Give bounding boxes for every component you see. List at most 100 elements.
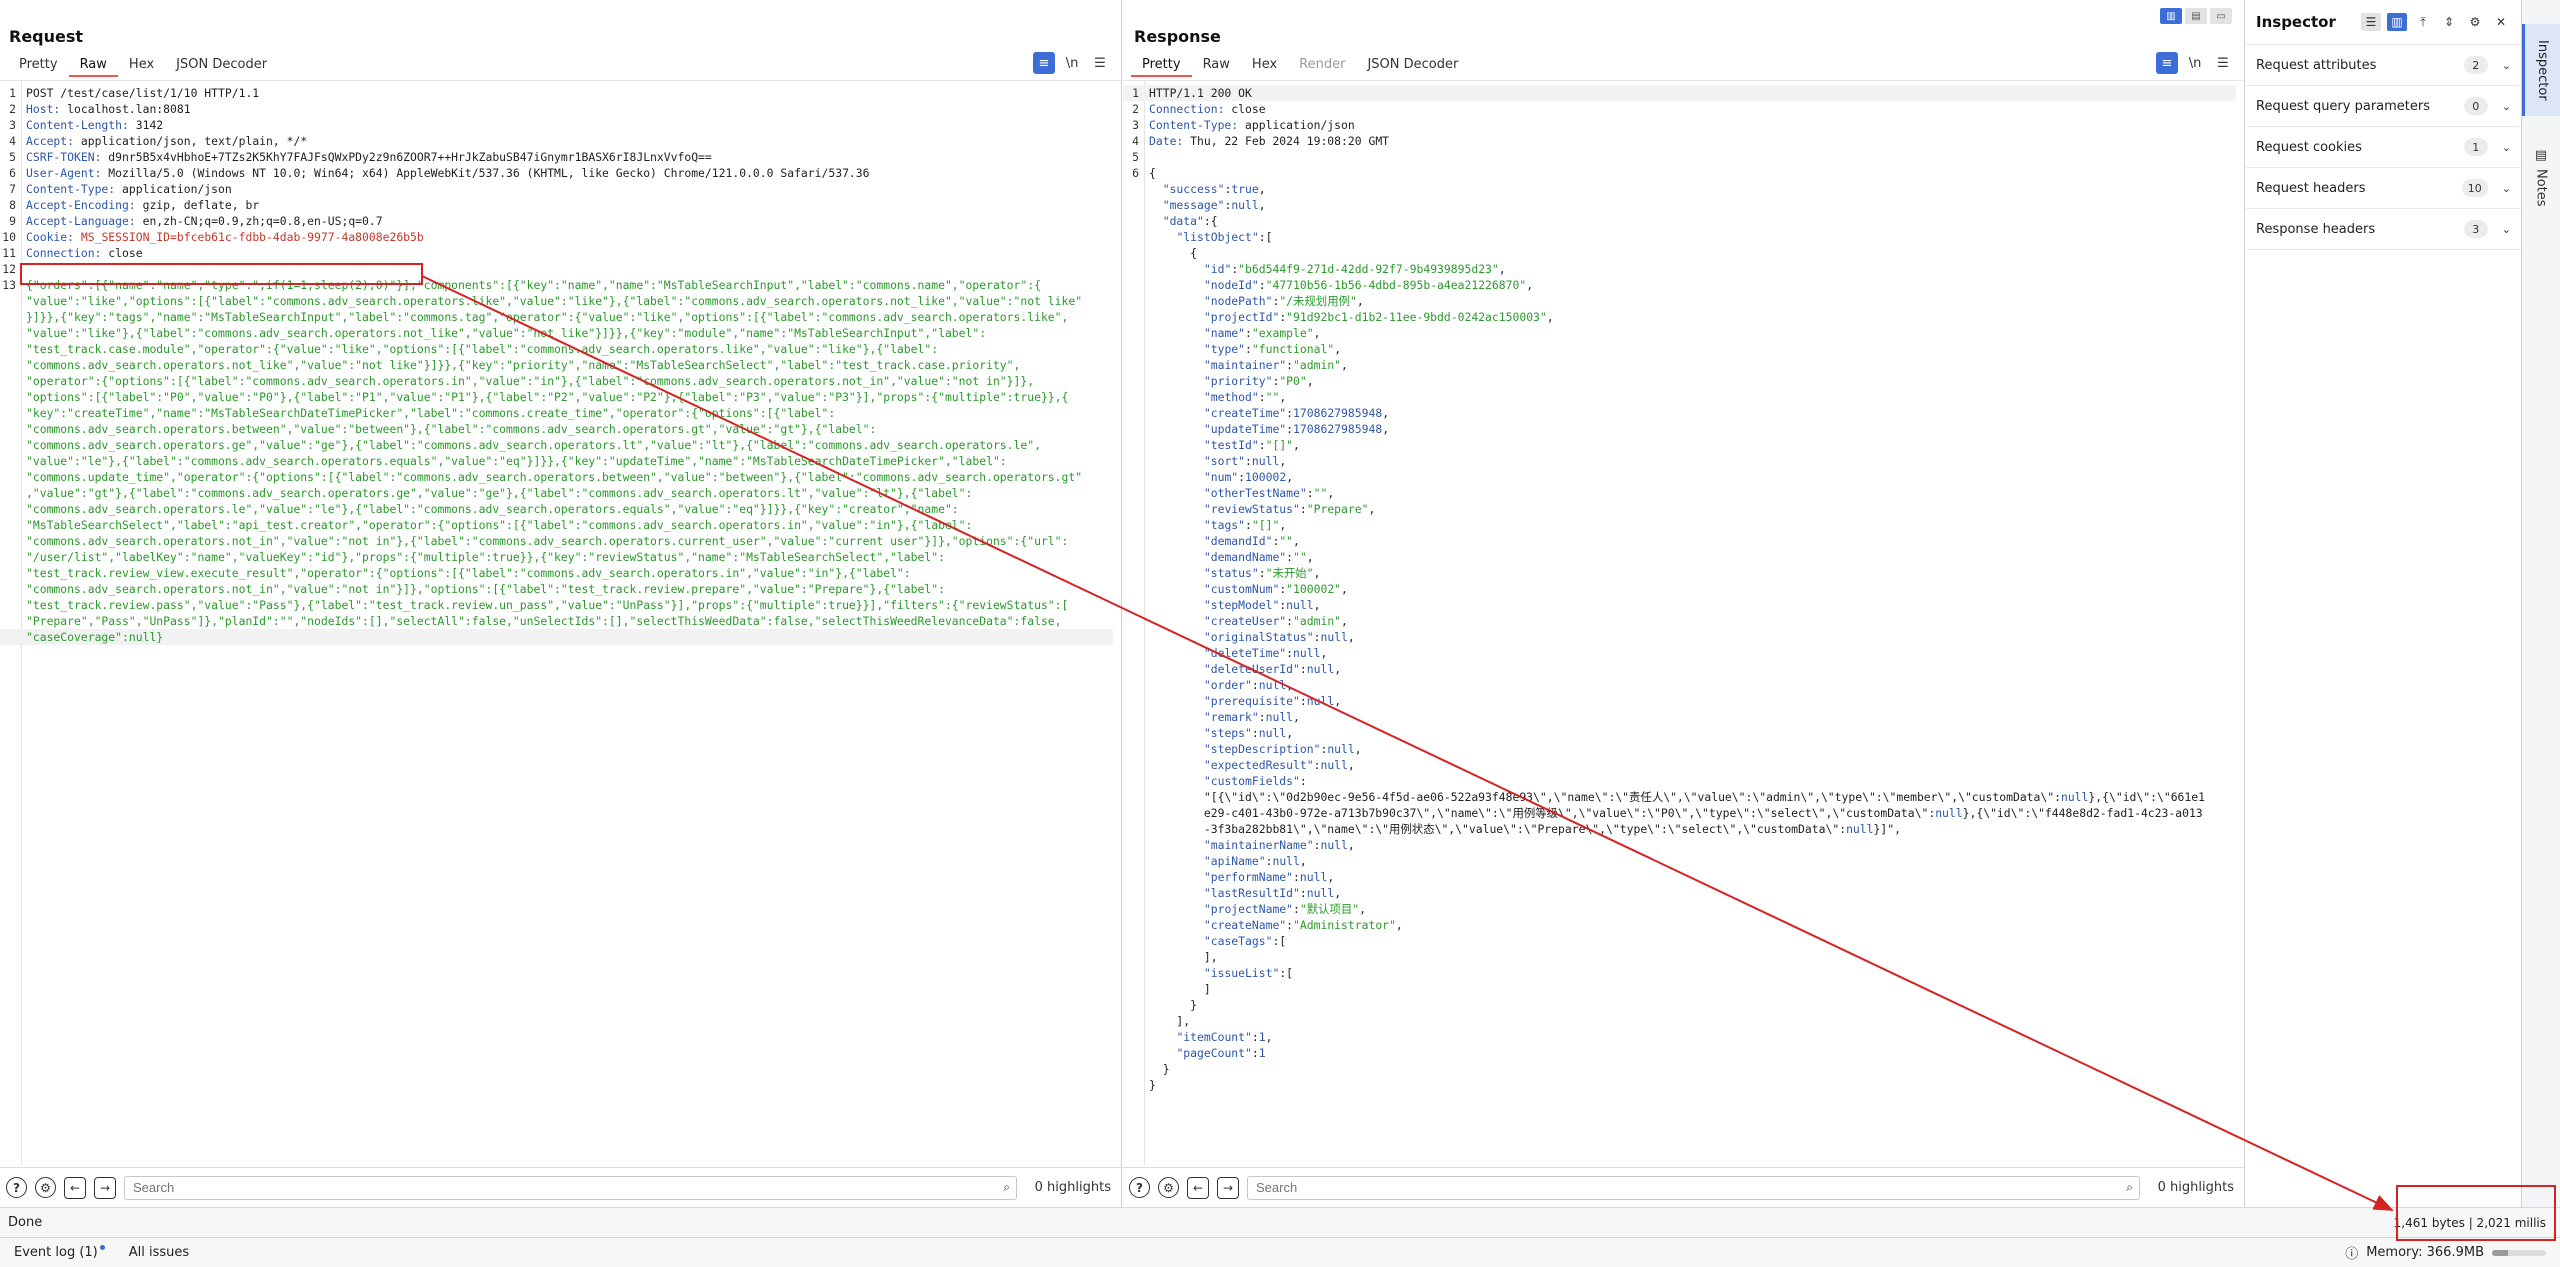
help-icon[interactable]: ?: [1129, 1177, 1150, 1198]
layout-toggle: ▥ ▤ ▭: [2160, 8, 2232, 24]
split-horizontal-icon[interactable]: ▥: [2160, 8, 2182, 24]
line-text: "status":"未开始",: [1203, 566, 1321, 580]
line-number: 6: [1132, 166, 1139, 180]
request-search-box: ⌕: [124, 1175, 1017, 1200]
request-tabs: Pretty Raw Hex JSON Decoder: [8, 55, 278, 77]
line-number: 1: [1132, 86, 1139, 100]
header-value: en,zh-CN;q=0.9,zh;q=0.8,en-US;q=0.7: [135, 214, 383, 228]
response-body-line: "caseTags":[: [1123, 933, 2236, 949]
rail-tab-inspector[interactable]: Inspector: [2522, 24, 2560, 116]
request-tab-hex[interactable]: Hex: [128, 57, 155, 72]
event-log-button[interactable]: Event log (1): [14, 1245, 105, 1260]
chevron-down-icon[interactable]: ⌄: [2501, 58, 2511, 72]
arrow-right-icon[interactable]: →: [1217, 1176, 1239, 1199]
request-body-line: "test_track.case.module","operator":{"va…: [0, 341, 1113, 357]
line-number: [1123, 277, 1143, 293]
inspector-row-label: Request headers: [2256, 180, 2366, 196]
tabs-layout-icon[interactable]: ▭: [2210, 8, 2232, 24]
line-text: "sort":null,: [1203, 454, 1287, 468]
response-body-line: "reviewStatus":"Prepare",: [1123, 501, 2236, 517]
inspector-row-label: Request query parameters: [2256, 98, 2431, 114]
line-text: "demandName":"",: [1203, 550, 1314, 564]
memory-label: Memory: 366.9MB: [2366, 1245, 2484, 1260]
request-body-line: "value":"like"},{"label":"commons.adv_se…: [0, 325, 1113, 341]
help-icon[interactable]: ?: [6, 1177, 27, 1198]
menu-icon[interactable]: ☰: [1094, 55, 1106, 71]
request-header-line: 12: [0, 261, 1113, 277]
list-view-icon[interactable]: ☰: [2361, 13, 2381, 31]
line-number: [0, 533, 20, 549]
response-tab-render[interactable]: Render: [1299, 57, 1346, 72]
response-body-line: "apiName":null,: [1123, 853, 2236, 869]
wrap-icon[interactable]: ≡: [1033, 52, 1055, 74]
chevron-down-icon[interactable]: ⌄: [2501, 181, 2511, 195]
request-tab-raw[interactable]: Raw: [68, 55, 118, 77]
chevron-down-icon[interactable]: ⌄: [2501, 99, 2511, 113]
wrap-icon[interactable]: ≡: [2156, 52, 2178, 74]
response-tab-json-decoder[interactable]: JSON Decoder: [1367, 57, 1459, 72]
line-number: [0, 517, 20, 533]
response-body-line: "demandId":"",: [1123, 533, 2236, 549]
line-text: Cookie: MS_SESSION_ID=bfceb61c-fdbb-4dab…: [20, 229, 424, 245]
magnifier-icon: ⌕: [1003, 1179, 1010, 1194]
line-number: [1123, 917, 1143, 933]
arrow-left-icon[interactable]: ←: [64, 1176, 86, 1199]
newline-toggle[interactable]: \n: [2188, 55, 2202, 71]
line-text: "stepModel":null,: [1203, 598, 1321, 612]
arrow-right-icon[interactable]: →: [94, 1176, 116, 1199]
inspector-row-response-headers[interactable]: Response headers 3 ⌄: [2246, 209, 2521, 250]
response-tab-raw[interactable]: Raw: [1202, 57, 1230, 72]
close-icon[interactable]: ✕: [2495, 15, 2507, 29]
all-issues-button[interactable]: All issues: [128, 1245, 190, 1260]
header-key: Content-Type:: [26, 182, 116, 196]
request-tab-pretty[interactable]: Pretty: [19, 57, 58, 72]
header-key: Host:: [26, 102, 61, 116]
align-top-icon[interactable]: ⤒: [2420, 14, 2426, 29]
line-number: [1123, 709, 1143, 725]
inspector-row-request-query-parameters[interactable]: Request query parameters 0 ⌄: [2246, 86, 2521, 127]
line-number: [1123, 1029, 1143, 1045]
line-number: [0, 485, 20, 501]
line-text: "createTime":1708627985948,: [1203, 406, 1390, 420]
response-highlights-count: 0 highlights: [2157, 1180, 2234, 1195]
line-number: [1123, 1061, 1143, 1077]
split-view-icon[interactable]: ▥: [2387, 13, 2407, 31]
response-tab-pretty[interactable]: Pretty: [1131, 55, 1192, 77]
line-text: ]: [1149, 982, 1211, 996]
response-body-line: "success":true,: [1123, 181, 2236, 197]
request-body-line: "commons.adv_search.operators.not_in","v…: [0, 581, 1113, 597]
rail-tab-notes[interactable]: ▤ Notes: [2522, 148, 2560, 207]
response-tab-hex[interactable]: Hex: [1251, 57, 1278, 72]
inspector-row-request-cookies[interactable]: Request cookies 1 ⌄: [2246, 127, 2521, 168]
line-number: [1123, 949, 1143, 965]
line-number: [1123, 645, 1143, 661]
split-vertical-icon[interactable]: ▤: [2185, 8, 2207, 24]
collapse-icon[interactable]: ⇕: [2443, 15, 2455, 29]
request-search-input[interactable]: [133, 1176, 1008, 1199]
arrow-left-icon[interactable]: ←: [1187, 1176, 1209, 1199]
request-tab-json-decoder[interactable]: JSON Decoder: [176, 57, 268, 72]
gear-icon[interactable]: ⚙: [2469, 15, 2481, 29]
line-number: [1123, 853, 1143, 869]
line-text: "projectId":"91d92bc1-d1b2-11ee-9bdd-024…: [1203, 310, 1554, 324]
chevron-down-icon[interactable]: ⌄: [2501, 222, 2511, 236]
gear-icon[interactable]: ⚙: [1158, 1177, 1179, 1198]
gear-icon[interactable]: ⚙: [35, 1177, 56, 1198]
line-text: "MsTableSearchSelect","label":"api_test.…: [26, 518, 973, 532]
header-key: CSRF-TOKEN:: [26, 150, 102, 164]
request-body-line: 13{"orders":[{"name":"name","type":",if(…: [0, 277, 1113, 293]
request-body-line: "MsTableSearchSelect","label":"api_test.…: [0, 517, 1113, 533]
request-body-line: "test_track.review.pass","value":"Pass"}…: [0, 597, 1113, 613]
memory-indicator[interactable]: ⓘ Memory: 366.9MB: [2345, 1243, 2546, 1262]
menu-icon[interactable]: ☰: [2217, 55, 2229, 71]
rail-notes-label: Notes: [2533, 169, 2549, 207]
inspector-row-request-headers[interactable]: Request headers 10 ⌄: [2246, 168, 2521, 209]
newline-toggle[interactable]: \n: [1065, 55, 1079, 71]
inspector-row-request-attributes[interactable]: Request attributes 2 ⌄: [2246, 45, 2521, 86]
chevron-down-icon[interactable]: ⌄: [2501, 140, 2511, 154]
line-number: [1123, 309, 1143, 325]
response-search-input[interactable]: [1256, 1176, 2131, 1199]
